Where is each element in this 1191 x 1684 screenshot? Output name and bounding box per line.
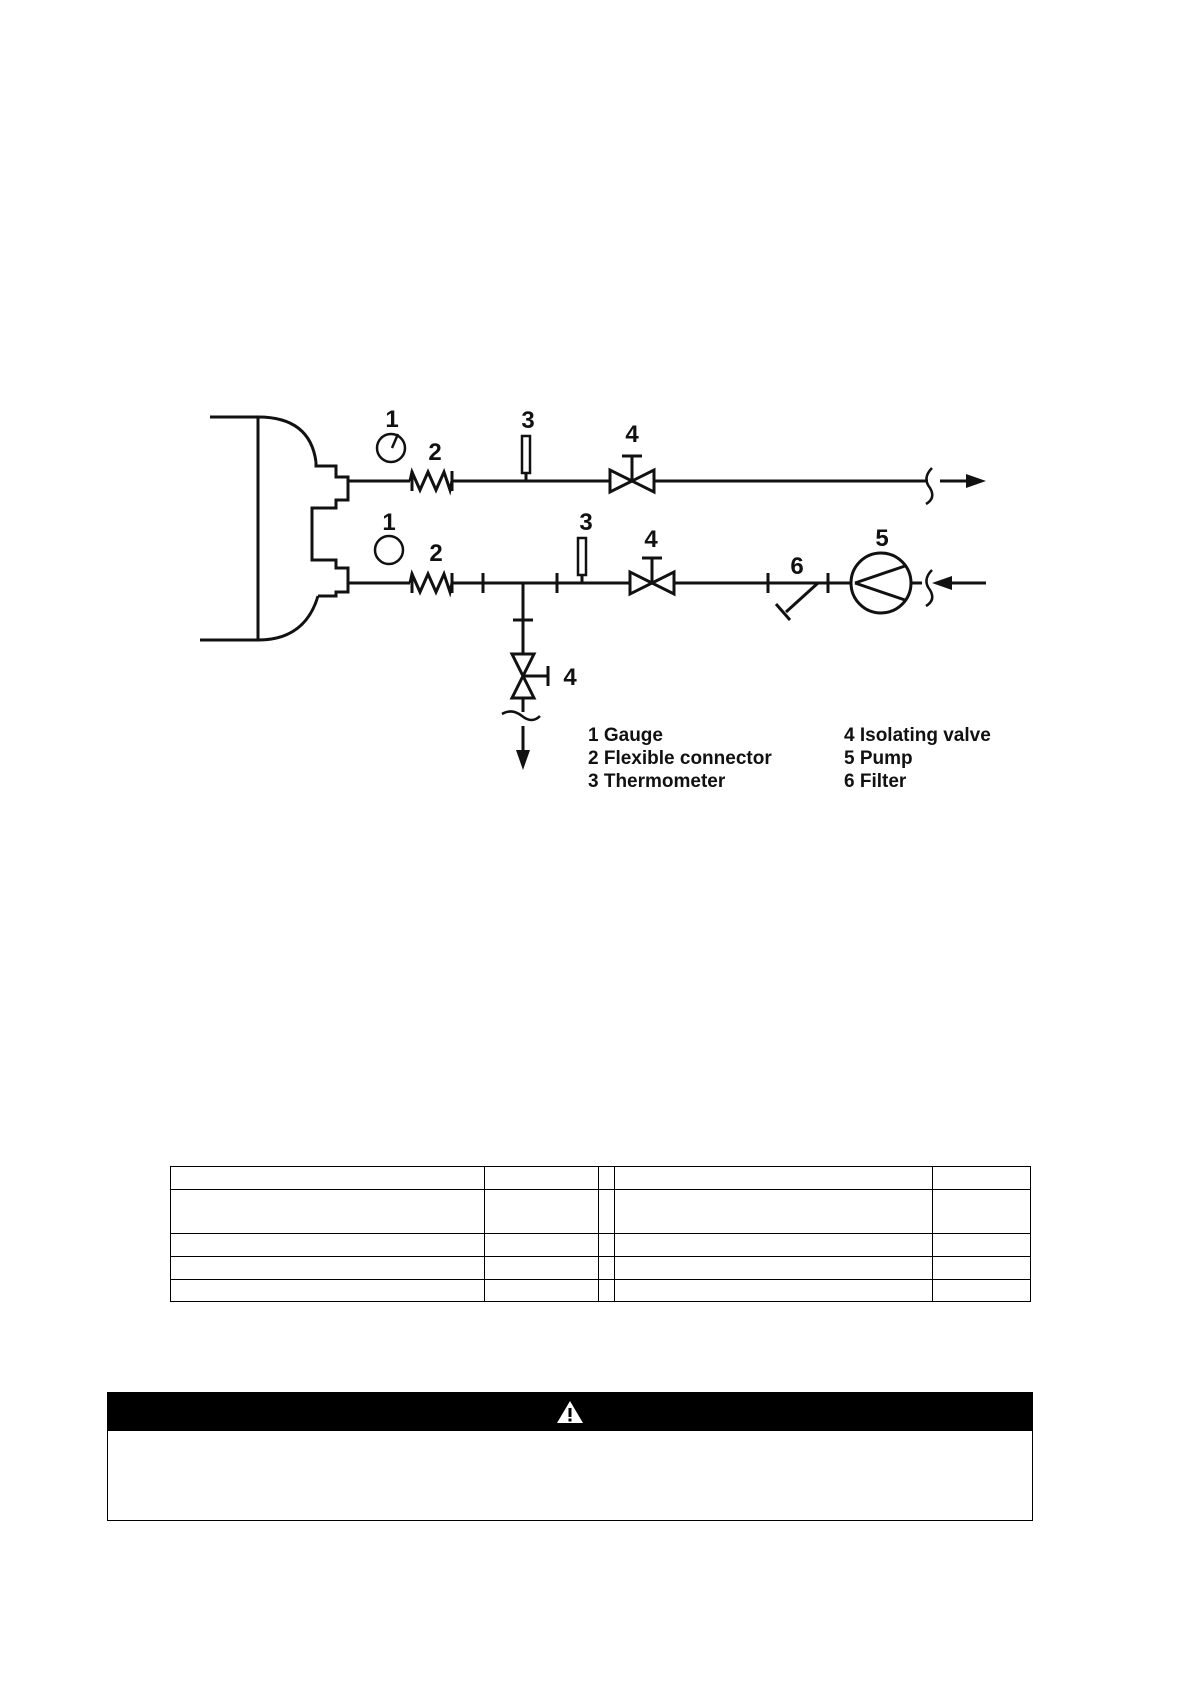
table-cell: [170, 1189, 485, 1234]
callout-pump: 5: [875, 525, 888, 552]
table-cell: [614, 1279, 933, 1302]
thermometer-top: [520, 434, 532, 475]
callout-flex-bottom: 2: [429, 540, 442, 567]
callout-gauge-top: 1: [385, 406, 398, 433]
table-cell: [932, 1279, 1031, 1302]
legend-item: 6 Filter: [844, 771, 907, 792]
warning-header: [108, 1393, 1032, 1431]
legend-item: 2 Flexible connector: [588, 748, 772, 769]
table-cell: [598, 1166, 615, 1190]
callout-flex-top: 2: [428, 439, 441, 466]
flexible-connector-bottom: [408, 569, 454, 598]
legend-right: 4 Isolating valve 5 Pump 6 Filter: [844, 724, 991, 793]
table-cell: [170, 1166, 485, 1190]
isolating-valve-top: [608, 454, 656, 495]
table-row: [170, 1233, 1031, 1257]
outlet-pipe: [348, 434, 986, 506]
table-cell: [170, 1233, 485, 1257]
table-cell: [484, 1279, 599, 1302]
callout-thermo-top: 3: [521, 407, 534, 434]
table-cell: [170, 1279, 485, 1302]
isolating-valve-drain: [509, 652, 550, 700]
drain-branch: [501, 583, 550, 770]
table-cell: [598, 1256, 615, 1280]
table-cell: [932, 1189, 1031, 1234]
table-cell: [614, 1189, 933, 1234]
gauge-bottom: [373, 534, 405, 566]
gauge-top: [375, 432, 407, 464]
legend-item: 1 Gauge: [588, 725, 663, 746]
drain-arrow: [516, 750, 530, 770]
table-cell: [484, 1166, 599, 1190]
thermometer-bottom: [576, 536, 588, 577]
callout-valve-top: 4: [625, 421, 639, 448]
outlet-arrow: [966, 474, 986, 488]
table-cell: [614, 1166, 933, 1190]
warning-box: [107, 1392, 1033, 1521]
table-row: [170, 1279, 1031, 1302]
isolating-valve-bottom: [628, 556, 676, 597]
table-cell: [932, 1233, 1031, 1257]
table-cell: [484, 1189, 599, 1234]
table-cell: [614, 1256, 933, 1280]
table-cell: [598, 1189, 615, 1234]
table-row: [170, 1256, 1031, 1280]
legend-item: 5 Pump: [844, 748, 913, 769]
callout-valve-bottom: 4: [644, 526, 658, 553]
callout-drain-valve: 4: [563, 664, 577, 691]
callout-thermo-bottom: 3: [579, 509, 592, 536]
table-cell: [598, 1279, 615, 1302]
inlet-pipe: [348, 536, 986, 621]
unit-body: [200, 415, 350, 642]
inlet-arrow: [932, 576, 952, 590]
table-row: [170, 1189, 1031, 1234]
table-cell: [932, 1166, 1031, 1190]
table-cell: [170, 1256, 485, 1280]
table-cell: [598, 1233, 615, 1257]
hydraulic-connection-diagram: 1 2 3 4 1 2 3 4 5 6 4: [200, 406, 986, 770]
table-cell: [484, 1233, 599, 1257]
specification-table: [170, 1166, 1031, 1302]
warning-triangle-icon: [557, 1401, 583, 1423]
filter: [774, 581, 820, 621]
callout-filter: 6: [790, 553, 803, 580]
legend-item: 4 Isolating valve: [844, 725, 991, 746]
table-cell: [932, 1256, 1031, 1280]
legend-left: 1 Gauge 2 Flexible connector 3 Thermomet…: [588, 724, 772, 793]
table-cell: [614, 1233, 933, 1257]
callout-gauge-bottom: 1: [382, 509, 395, 536]
pump: [849, 551, 913, 615]
table-cell: [484, 1256, 599, 1280]
flexible-connector-top: [408, 467, 454, 496]
legend-item: 3 Thermometer: [588, 771, 726, 792]
table-row: [170, 1166, 1031, 1190]
